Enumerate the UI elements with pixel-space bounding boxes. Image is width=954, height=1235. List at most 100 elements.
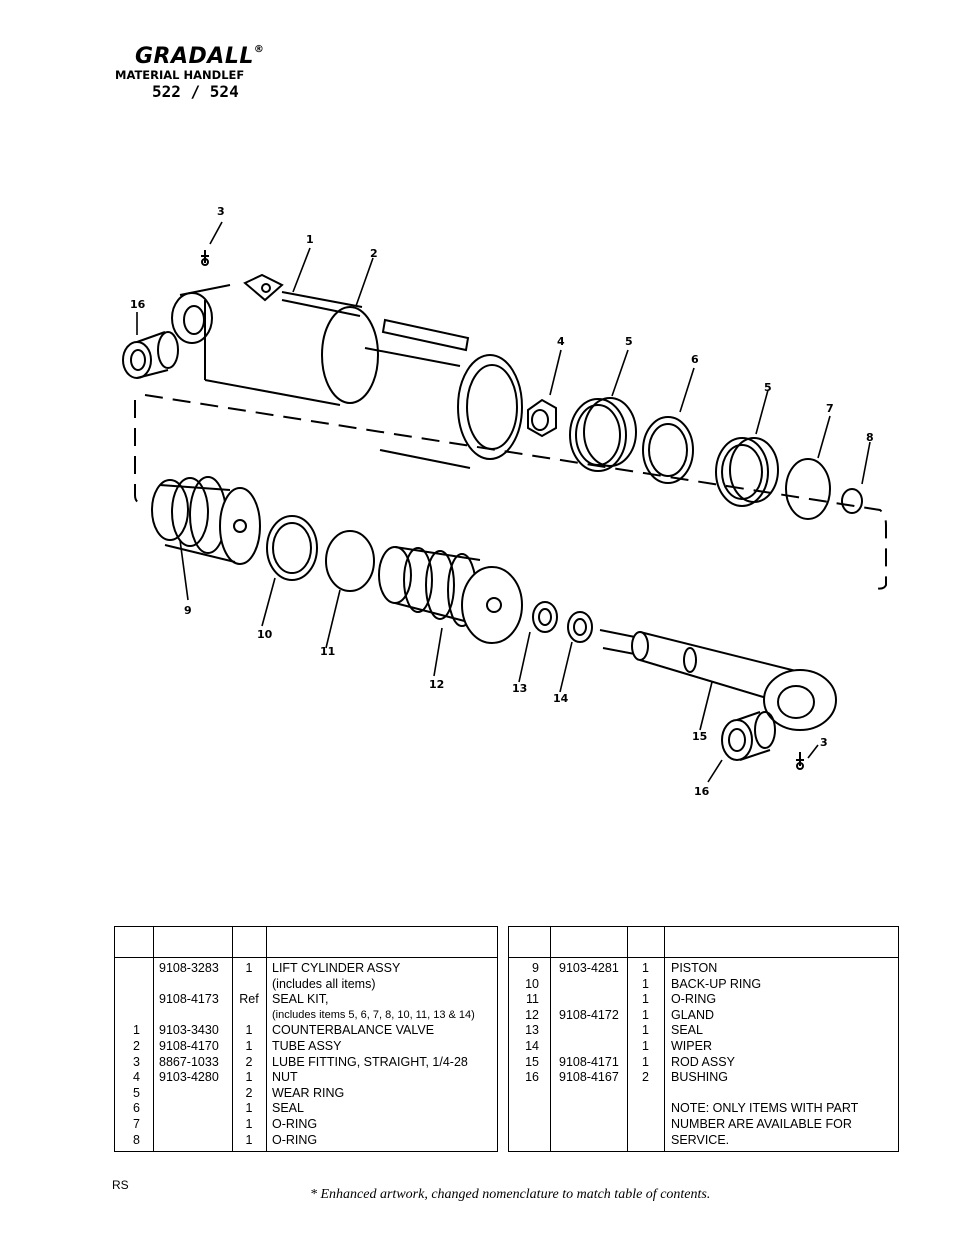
cell-item: 1 (133, 1023, 140, 1038)
cell-item: 7 (133, 1116, 140, 1131)
cell-part: 9108-3283 (159, 961, 219, 975)
brand-subtitle: MATERIAL HANDLEF (115, 68, 245, 82)
cell-desc: LUBE FITTING, STRAIGHT, 1/4-28 (272, 1054, 468, 1069)
dashed-assembly-path (134, 394, 887, 590)
parts-table-left: 9108-3283 1 LIFT CYLINDER ASSY (includes al… (114, 926, 498, 1152)
bushing-right (721, 711, 776, 761)
cell-qty: 1 (642, 1023, 649, 1038)
cell-qty: Ref (239, 992, 259, 1007)
seal-13 (532, 601, 558, 633)
cell-part: 9108-4170 (159, 1038, 219, 1053)
table-row: 9108-3283 1 LIFT CYLINDER ASSY (115, 961, 497, 977)
wear-ring-2 (715, 437, 779, 507)
callout-12: 12 (429, 678, 444, 691)
cell-item: 8 (133, 1132, 140, 1147)
cell-part: 8867-1033 (159, 1054, 219, 1069)
exploded-cylinder-diagram: 3 1 2 16 4 5 6 5 7 8 9 10 11 12 13 14 15… (122, 205, 887, 798)
callout-3-top: 3 (217, 205, 225, 218)
cell-desc: WIPER (671, 1038, 712, 1053)
tube-assembly (171, 273, 523, 469)
callout-16-bottom: 16 (694, 785, 710, 798)
rod-assembly (599, 629, 837, 731)
table-row: (includes all items) (115, 977, 497, 993)
callout-15: 15 (692, 730, 707, 743)
brand-name: GRADALL® (135, 44, 265, 69)
cell-qty: 2 (245, 1054, 253, 1069)
cell-item: 13 (525, 1023, 539, 1038)
callout-5-second: 5 (764, 381, 772, 394)
callout-6: 6 (691, 353, 699, 366)
piston (151, 476, 261, 565)
cell-qty: 1 (642, 976, 649, 991)
o-ring-7 (785, 458, 831, 520)
cell-desc: BUSHING (671, 1070, 728, 1085)
callout-14: 14 (553, 692, 569, 705)
cell-item: 14 (525, 1038, 539, 1053)
callout-8: 8 (866, 431, 874, 444)
cell-item: 9 (532, 961, 539, 975)
cell-qty: 2 (245, 1085, 253, 1100)
cell-qty: 1 (642, 1038, 649, 1053)
table-row: NOTE: ONLY ITEMS WITH PART (509, 1101, 898, 1117)
footer-code: RS (112, 1178, 129, 1192)
back-up-ring (266, 515, 318, 581)
cell-qty: 1 (245, 1132, 253, 1147)
cell-desc: GLAND (671, 1007, 715, 1022)
cell-desc: COUNTERBALANCE VALVE (272, 1023, 435, 1038)
callout-13: 13 (512, 682, 527, 695)
cell-qty: 1 (245, 1023, 253, 1038)
seal-6 (642, 416, 694, 484)
brand-logo: GRADALL® MATERIAL HANDLEF 522 / 524 (115, 44, 285, 101)
cell-item: 4 (133, 1070, 140, 1085)
lube-fitting-bottom (796, 752, 804, 770)
cell-desc: O-RING (671, 992, 717, 1007)
cell-part: 9103-4281 (559, 961, 619, 975)
footer-note: * Enhanced artwork, changed nomenclature… (310, 1187, 711, 1202)
table-row: 8 1 O-RING (115, 1133, 497, 1149)
callout-4: 4 (557, 335, 565, 348)
callout-11: 11 (320, 645, 335, 658)
cell-item: 15 (525, 1054, 539, 1069)
cell-desc: NUT (272, 1070, 298, 1085)
cell-qty: 1 (642, 961, 649, 975)
callout-5-first: 5 (625, 335, 633, 348)
callout-16-left: 16 (130, 298, 146, 311)
callout-9: 9 (184, 604, 192, 617)
lube-fitting-top (201, 250, 209, 266)
cell-desc: SEAL KIT, (272, 992, 329, 1007)
bushing-left (122, 331, 179, 379)
cell-desc: O-RING (272, 1116, 318, 1131)
table-row: SERVICE. (509, 1133, 898, 1149)
cell-desc: WEAR RING (272, 1085, 345, 1100)
model-number: 522 / 524 (152, 82, 239, 101)
gland (378, 546, 523, 644)
cell-desc: SEAL (671, 1023, 703, 1038)
o-ring-11 (325, 530, 375, 592)
cell-item: 6 (133, 1101, 140, 1116)
table-row: 13 1 SEAL (509, 1023, 898, 1039)
table-row: 14 1 WIPER (509, 1039, 898, 1055)
nut (527, 398, 557, 438)
callout-7: 7 (826, 402, 834, 415)
cell-desc: SEAL (272, 1101, 304, 1116)
cell-qty: 1 (642, 1054, 649, 1069)
cell-desc: LIFT CYLINDER ASSY (272, 961, 401, 975)
callout-1: 1 (306, 233, 314, 246)
wiper (567, 611, 593, 643)
cell-qty: 1 (245, 961, 253, 975)
cell-desc: O-RING (272, 1132, 318, 1147)
cell-item: 10 (525, 976, 539, 991)
cell-desc: BACK-UP RING (671, 976, 762, 991)
